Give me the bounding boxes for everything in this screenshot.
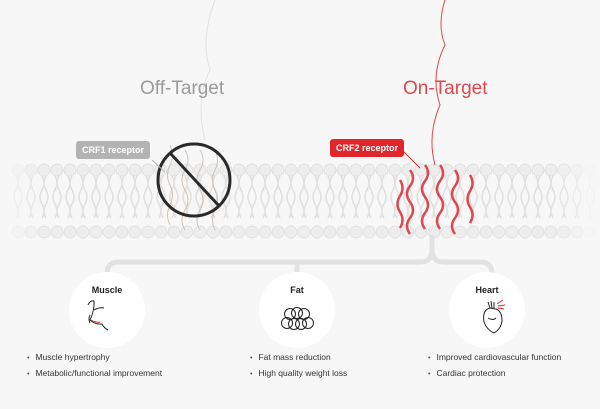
lipid — [570, 163, 584, 239]
lipid — [258, 163, 272, 239]
bullet-item: Fat mass reduction — [250, 352, 347, 362]
lipid — [479, 163, 493, 239]
lipid — [24, 163, 38, 239]
lipid — [505, 163, 519, 239]
crf2-receptor-label: CRF2 receptor — [330, 139, 405, 157]
lipid — [63, 163, 77, 239]
lipid — [115, 163, 129, 239]
lipid — [141, 163, 155, 239]
off-target-title: Off-Target — [140, 78, 225, 99]
lipid — [388, 163, 402, 239]
lipid — [323, 163, 337, 239]
lipid — [531, 163, 545, 239]
lipid — [284, 163, 298, 239]
lipid — [414, 163, 428, 239]
fat-title: Fat — [290, 285, 304, 295]
lipid — [544, 163, 558, 239]
bullet-item: Metabolic/functional improvement — [27, 368, 162, 378]
muscle-circle — [69, 272, 145, 348]
crf1-receptor-label: CRF1 receptor — [76, 141, 151, 159]
bullet-item: Muscle hypertrophy — [27, 352, 162, 362]
lipid — [76, 163, 90, 239]
lipid — [375, 163, 389, 239]
fat-circle — [259, 272, 335, 348]
lipid — [518, 163, 532, 239]
lipid — [128, 163, 142, 239]
bullet-item: Cardiac protection — [428, 368, 561, 378]
heart-title: Heart — [475, 285, 499, 295]
lipid — [557, 163, 571, 239]
lipid — [11, 163, 25, 239]
lipid — [232, 163, 246, 239]
lipid — [492, 163, 506, 239]
lipid — [245, 163, 259, 239]
lipid — [102, 163, 116, 239]
bullet-item: Improved cardiovascular function — [428, 352, 561, 362]
crf1-receptor-structure — [167, 0, 218, 231]
muscle-bullets: Muscle hypertrophy Metabolic/functional … — [27, 352, 162, 384]
heart-bullets: Improved cardiovascular function Cardiac… — [428, 352, 561, 384]
lipid — [37, 163, 51, 239]
bullet-item: High quality weight loss — [250, 368, 347, 378]
lipid — [336, 163, 350, 239]
fat-bullets: Fat mass reduction High quality weight l… — [250, 352, 347, 384]
lipid — [362, 163, 376, 239]
muscle-title: Muscle — [91, 285, 123, 295]
lipid — [583, 163, 597, 239]
lipid — [50, 163, 64, 239]
on-target-title: On-Target — [403, 78, 488, 99]
lipid — [453, 163, 467, 239]
prohibited-icon — [156, 142, 232, 218]
lipid — [154, 163, 168, 239]
lipid — [271, 163, 285, 239]
lipid — [167, 163, 181, 239]
lipid — [349, 163, 363, 239]
lipid — [193, 163, 207, 239]
lipid — [89, 163, 103, 239]
lipid — [297, 163, 311, 239]
lipid — [310, 163, 324, 239]
heart-circle — [449, 272, 525, 348]
crf2-receptor-structure — [396, 0, 474, 235]
